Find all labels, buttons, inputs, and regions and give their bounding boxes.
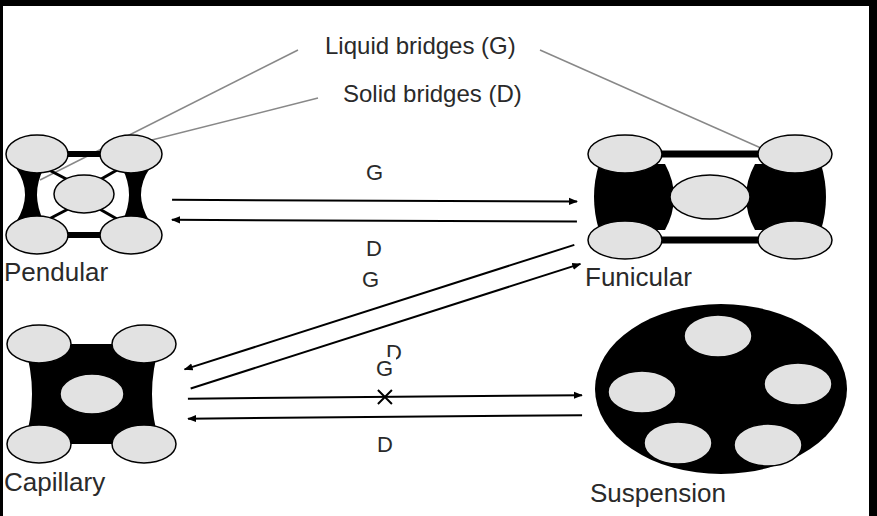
bridge-label: Liquid bridges (G) xyxy=(322,32,519,60)
suspension-particles xyxy=(590,300,852,478)
blocked-mark xyxy=(378,390,392,404)
state-label: Suspension xyxy=(590,478,852,508)
image-frame xyxy=(0,0,877,6)
state-label: Pendular xyxy=(4,257,164,287)
state-capillary: Capillary xyxy=(4,322,180,497)
state-label: Funicular xyxy=(585,262,835,292)
transition-label: D xyxy=(374,433,396,457)
transition-label: G xyxy=(359,268,382,292)
transition-label: G xyxy=(373,357,396,381)
pendular-particles xyxy=(4,132,164,257)
state-funicular: Funicular xyxy=(585,132,835,292)
state-pendular: Pendular xyxy=(4,132,164,287)
bridge-label: Solid bridges (D) xyxy=(340,80,525,108)
transition-arrow xyxy=(188,415,582,418)
image-frame xyxy=(869,0,877,516)
state-suspension: Suspension xyxy=(590,300,852,508)
transition-arrow xyxy=(191,264,581,389)
transition-arrow xyxy=(172,200,577,202)
transition-label: G xyxy=(363,161,386,185)
transition-arrow xyxy=(172,220,577,222)
transition-arrow xyxy=(185,245,575,370)
state-label: Capillary xyxy=(4,467,180,497)
transition-label: D xyxy=(363,237,385,261)
image-frame xyxy=(0,0,3,516)
funicular-particles xyxy=(585,132,835,262)
capillary-particles xyxy=(4,322,180,467)
